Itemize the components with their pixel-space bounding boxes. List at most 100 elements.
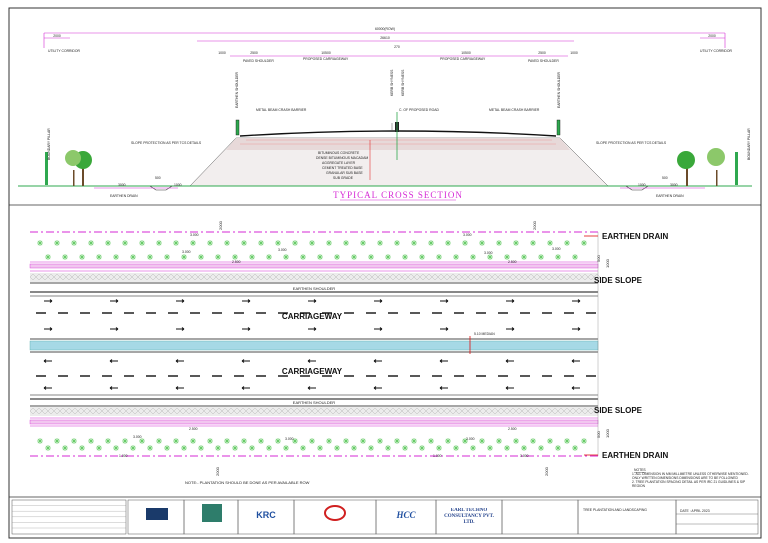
drain-strip-bottom: [29, 419, 599, 425]
traffic-arrow-icon: [110, 327, 119, 331]
plant-icon: [300, 445, 306, 451]
dim-4: 270: [394, 45, 400, 49]
plant-icon: [351, 254, 357, 260]
tree-icon: [707, 148, 725, 186]
plant-icon: [487, 254, 493, 260]
plant-icon: [54, 438, 60, 444]
plant-icon: [37, 240, 43, 246]
plantation-note: NOTE:- PLANTATION SHOULD BE DONE AS PER …: [185, 480, 310, 485]
plant-icon: [258, 438, 264, 444]
traffic-arrow-icon: [373, 386, 382, 390]
traffic-arrows-top: [44, 299, 581, 331]
plant-icon: [521, 445, 527, 451]
plant-icon: [62, 445, 68, 451]
dim-6: 2500: [538, 51, 546, 55]
plant-icon: [198, 445, 204, 451]
drain-strip-top: [29, 263, 599, 269]
traffic-arrow-icon: [571, 359, 580, 363]
plant-icon: [351, 445, 357, 451]
carriageway-top: CARRIAGEWAY: [282, 312, 343, 321]
dim-3000-j: 3.000: [520, 454, 529, 458]
barrier-right: [556, 119, 561, 136]
median-strip: [29, 340, 599, 351]
kerb-shyness-right: KERB SHYNESS: [401, 69, 405, 96]
dim-2000-top-right: 2000: [532, 220, 537, 230]
earthen-drain-right: EARTHEN DRAIN: [656, 194, 684, 198]
plant-icon: [326, 438, 332, 444]
traffic-arrow-icon: [242, 299, 251, 303]
plant-icon: [530, 240, 536, 246]
plant-icon: [504, 445, 510, 451]
plant-icon: [241, 240, 247, 246]
plant-icon: [224, 240, 230, 246]
slope-hatch-pattern-bottom: [29, 407, 601, 415]
boundary-pillar-right: BOUNDARY PILLAR: [747, 128, 751, 160]
plant-icon: [368, 445, 374, 451]
plant-icon: [300, 254, 306, 260]
plant-icon: [521, 254, 527, 260]
plant-icon: [428, 240, 434, 246]
plant-icon: [258, 240, 264, 246]
contractor-logo: [324, 505, 346, 521]
plant-icon: [181, 254, 187, 260]
plant-icon: [156, 240, 162, 246]
plant-icon: [385, 254, 391, 260]
plant-icon: [45, 445, 51, 451]
center-dimension: 26610: [380, 36, 390, 40]
dim-7: 1000: [570, 51, 578, 55]
bottom-dim-6: 1000: [638, 183, 646, 187]
side-slope-bottom: SIDE SLOPE: [594, 406, 643, 415]
plant-icon: [453, 445, 459, 451]
plant-icon: [411, 438, 417, 444]
traffic-arrow-icon: [440, 299, 449, 303]
note-1: 1. ALL DIMENSION IN MM MILLIMETRE UNLESS…: [632, 472, 749, 480]
utility-left-label: UTILITY CORRIDOR: [48, 49, 81, 53]
notes: NOTES 1. ALL DIMENSION IN MM MILLIMETRE …: [632, 468, 749, 488]
dim-3000-c: 3.000: [278, 248, 287, 252]
plant-icon: [453, 254, 459, 260]
plant-icon: [538, 445, 544, 451]
traffic-arrow-icon: [44, 327, 53, 331]
plant-icon: [547, 240, 553, 246]
dim-1: 1000: [218, 51, 226, 55]
paved-shoulder-right: PAVED SHOULDER: [528, 59, 559, 63]
plant-icon: [173, 240, 179, 246]
plant-icon: [198, 254, 204, 260]
traffic-arrow-icon: [176, 327, 185, 331]
paved-shoulder-left: PAVED SHOULDER: [243, 59, 274, 63]
dim-1000-a: 1.000: [119, 454, 128, 458]
traffic-arrows-bottom: [43, 359, 580, 390]
plant-icon: [343, 240, 349, 246]
bottom-dim-2: 500: [155, 176, 161, 180]
layer-3: AGGREGATE LAYER: [322, 161, 356, 165]
plant-icon: [479, 240, 485, 246]
plant-icon: [88, 438, 94, 444]
plant-icon: [377, 438, 383, 444]
slope-protection-left: SLOPE PROTECTION AS PER TCS DETAILS: [131, 141, 202, 145]
utility-left-dim: 2000: [53, 34, 61, 38]
traffic-arrow-icon: [505, 386, 514, 390]
plant-icon: [54, 240, 60, 246]
traffic-arrow-icon: [44, 299, 53, 303]
plant-icon: [470, 254, 476, 260]
plant-icon: [105, 240, 111, 246]
sheet-border: [8, 7, 762, 539]
plant-icon: [113, 254, 119, 260]
plant-icon: [572, 445, 578, 451]
row-dimension: 60000(ROW): [375, 27, 395, 31]
barrier-left: [235, 119, 240, 136]
traffic-arrow-icon: [307, 359, 316, 363]
utility-right-label: UTILITY CORRIDOR: [700, 49, 733, 53]
plant-icon: [164, 254, 170, 260]
plant-icon: [334, 254, 340, 260]
plant-icon: [79, 254, 85, 260]
bottom-dim-4: 3000: [670, 183, 678, 187]
plant-icon: [496, 438, 502, 444]
dim-3000-g: 3.000: [133, 435, 142, 439]
plant-icon: [419, 445, 425, 451]
plant-icon: [232, 254, 238, 260]
plant-icon: [207, 438, 213, 444]
slope-protection-right: SLOPE PROTECTION AS PER TCS DETAILS: [596, 141, 667, 145]
